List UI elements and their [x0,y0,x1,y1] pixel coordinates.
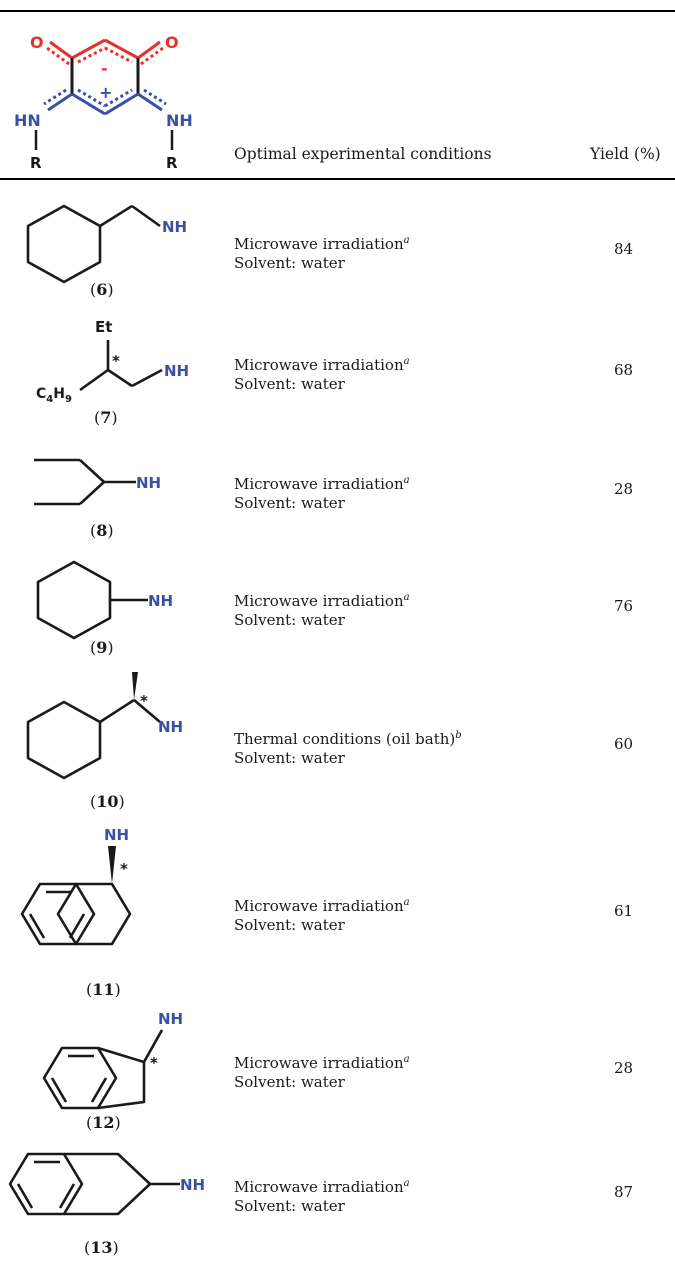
nh-label: NH [104,826,129,844]
wedge-bond [108,846,116,884]
oxygen-left: O [30,33,44,52]
yield-13: 87 [614,1183,634,1201]
compound-label-10: (10) [90,792,125,811]
nh-label: NH [162,218,187,236]
structure-10: * NH [26,672,183,780]
stereo-star: * [150,1054,158,1072]
structure-12: NH * [42,1010,183,1110]
nh-label: NH [164,362,189,380]
stereo-star: * [112,352,120,370]
nh-label: NH [158,1010,183,1028]
structure-9: NH [36,560,173,640]
compound-label-12: (12) [86,1113,121,1132]
yield-11: 61 [614,902,634,920]
compound-label-6: (6) [90,280,114,299]
structure-6: NH [26,204,187,284]
wedge-bond [132,672,138,700]
nh-right: NH [166,111,193,130]
et-label: Et [95,318,112,336]
yield-6: 84 [614,240,634,258]
compound-label-9: (9) [90,638,114,657]
yield-header: Yield (%) [590,145,661,163]
r-left: R [30,154,42,172]
compound-label-13: (13) [84,1238,119,1257]
compound-label-7: (7) [94,408,118,427]
top-rule [0,10,675,12]
minus-charge: - [101,59,108,78]
header-rule [0,178,675,180]
core-structure: O O - + HN NH R R [14,33,193,172]
oxygen-right: O [165,33,179,52]
structure-7: Et * NH C4H9 [36,318,189,405]
conditions-header: Optimal experimental conditions [234,145,492,163]
compound-label-8: (8) [90,521,114,540]
yield-8: 28 [614,480,634,498]
structure-11: NH * [20,826,132,946]
r-right: R [166,154,178,172]
c4h9-label: C4H9 [36,386,72,405]
yield-9: 76 [614,597,634,615]
plus-charge: + [99,83,112,102]
structure-8: NH [34,458,161,506]
structure-13: NH [8,1152,205,1216]
nh-label: NH [180,1176,205,1194]
yield-7: 68 [614,361,634,379]
nh-left: HN [14,111,41,130]
nh-label: NH [158,718,183,736]
compound-label-11: (11) [86,980,121,999]
stereo-star: * [120,860,128,878]
stereo-star: * [140,692,148,710]
nh-label: NH [136,474,161,492]
nh-label: NH [148,592,173,610]
yield-12: 28 [614,1059,634,1077]
yield-10: 60 [614,735,634,753]
